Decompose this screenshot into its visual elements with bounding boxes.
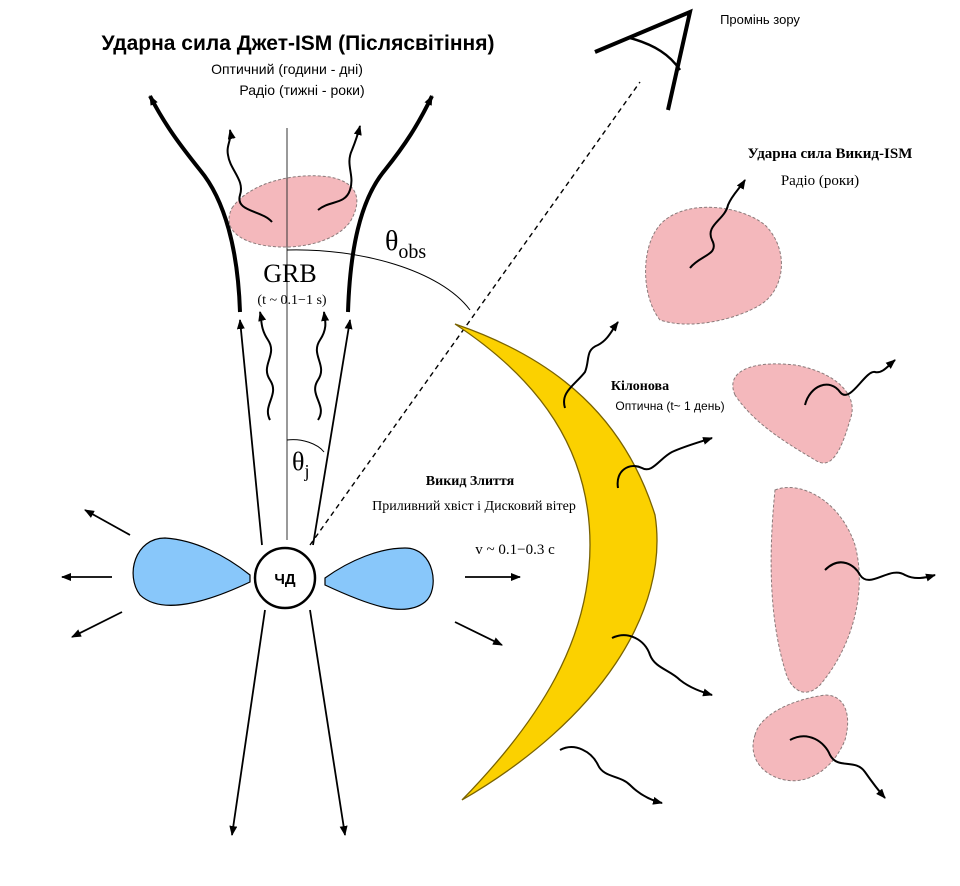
tidal-tail-label: Приливний хвіст і Дисковий вітер [372, 499, 576, 514]
grb-label: GRB [263, 259, 316, 288]
outflow-shock-cloud-4 [752, 694, 849, 782]
line-of-sight-dashed [309, 81, 641, 546]
kilonova-label: Кілонова [611, 379, 669, 394]
kilonova-photon-1 [563, 321, 619, 409]
outflow-photon-1 [689, 179, 746, 269]
jet-shock-title: Ударна сила Джет-ISM (Післясвітіння) [102, 32, 495, 55]
right-lobe [324, 547, 434, 610]
outflow-photon-3 [824, 561, 936, 582]
counter-jet-left [229, 609, 266, 836]
eye-arc [629, 36, 682, 71]
left-lobe [132, 537, 251, 606]
outflow-shock-cloud-3 [770, 486, 860, 693]
theta-obs-arc [286, 249, 471, 311]
jet-shock-cloud [228, 175, 358, 248]
theta-j-arc [286, 439, 325, 453]
outflow-photon-4 [789, 735, 886, 799]
jet-shock-photon-right [317, 125, 362, 211]
jet-shock-photon-left [226, 129, 273, 223]
outflow-photon-2 [804, 359, 896, 406]
kilonova-photon-4 [559, 746, 663, 805]
kilonova-optical-label: Оптична (t~ 1 день) [615, 399, 724, 413]
outflow-radio-label: Радіо (роки) [781, 173, 859, 189]
kilonova-crescent [454, 323, 658, 801]
merger-ejecta-label: Викид Злиття [426, 474, 515, 489]
theta-obs-label: θobs [385, 226, 426, 263]
kilonova-photon-3 [611, 634, 713, 697]
jet-cone-right [312, 319, 353, 546]
grb-photon-left [258, 311, 275, 421]
counter-jet-right [309, 609, 348, 836]
kilonova-photon-2 [616, 437, 713, 489]
ejecta-arrow-left-up [84, 509, 131, 536]
outflow-shock-cloud-2 [732, 363, 853, 464]
jet-radio-label: Радіо (тижні - роки) [239, 82, 364, 98]
jet-wall-left [148, 95, 242, 313]
jet-cone-left [236, 319, 263, 546]
velocity-label: v ~ 0.1−0.3 c [475, 542, 555, 558]
outflow-shock-cloud-1 [645, 206, 782, 325]
black-hole-circle [253, 546, 317, 610]
eye-icon [594, 8, 693, 111]
jet-wall-right [346, 95, 434, 313]
ejecta-arrow-right-down [454, 621, 503, 646]
jet-optical-label: Оптичний (години - дні) [211, 61, 363, 77]
grb-photon-right [314, 311, 330, 421]
theta-j-label: θj [292, 447, 309, 481]
line-of-sight-label: Промінь зору [720, 12, 800, 27]
black-hole-label: ЧД [274, 571, 296, 588]
outflow-shock-title: Ударна сила Викид-ISM [748, 146, 913, 162]
grb-time-label: (t ~ 0.1−1 s) [257, 293, 326, 308]
ejecta-arrow-left-down [71, 611, 123, 638]
